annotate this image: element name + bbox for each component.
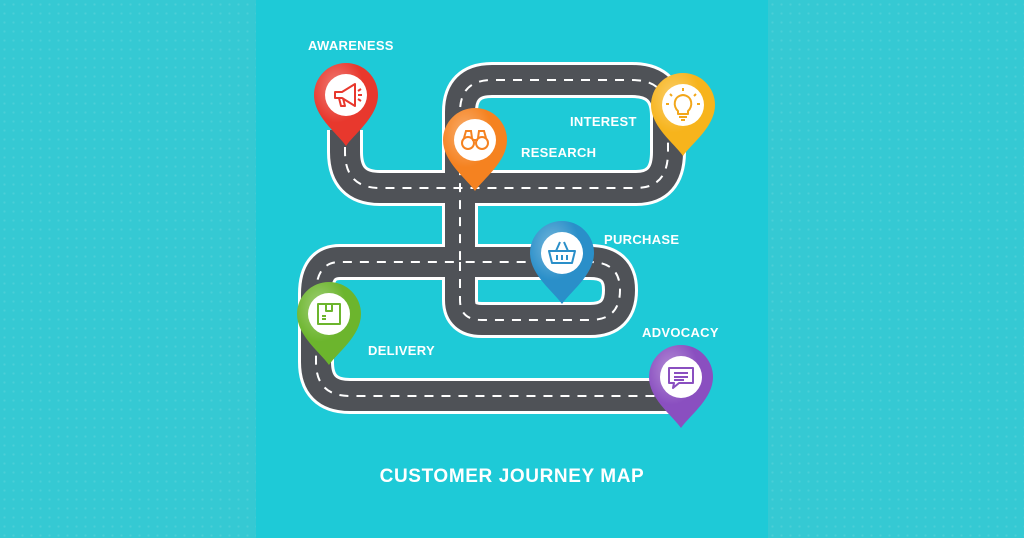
research-pin [443,108,507,191]
background-left-panel [0,0,256,538]
background-right-panel [768,0,1024,538]
chat-icon [668,367,694,389]
delivery-label: DELIVERY [368,343,435,358]
lightbulb-icon [666,88,700,121]
delivery-pin [297,282,361,365]
megaphone-icon [334,83,362,107]
interest-label: INTEREST [570,114,637,129]
interest-pin [651,73,715,156]
diagram-title: CUSTOMER JOURNEY MAP [379,466,645,487]
purchase-label: PURCHASE [604,232,680,247]
awareness-label: AWARENESS [308,38,394,53]
binoculars-icon [461,130,489,150]
awareness-pin [314,63,378,146]
advocacy-label: ADVOCACY [642,325,719,340]
purchase-pin [530,221,594,304]
basket-icon [548,241,576,264]
research-label: RESEARCH [521,145,597,160]
advocacy-pin [649,345,713,428]
box-icon [317,303,341,325]
